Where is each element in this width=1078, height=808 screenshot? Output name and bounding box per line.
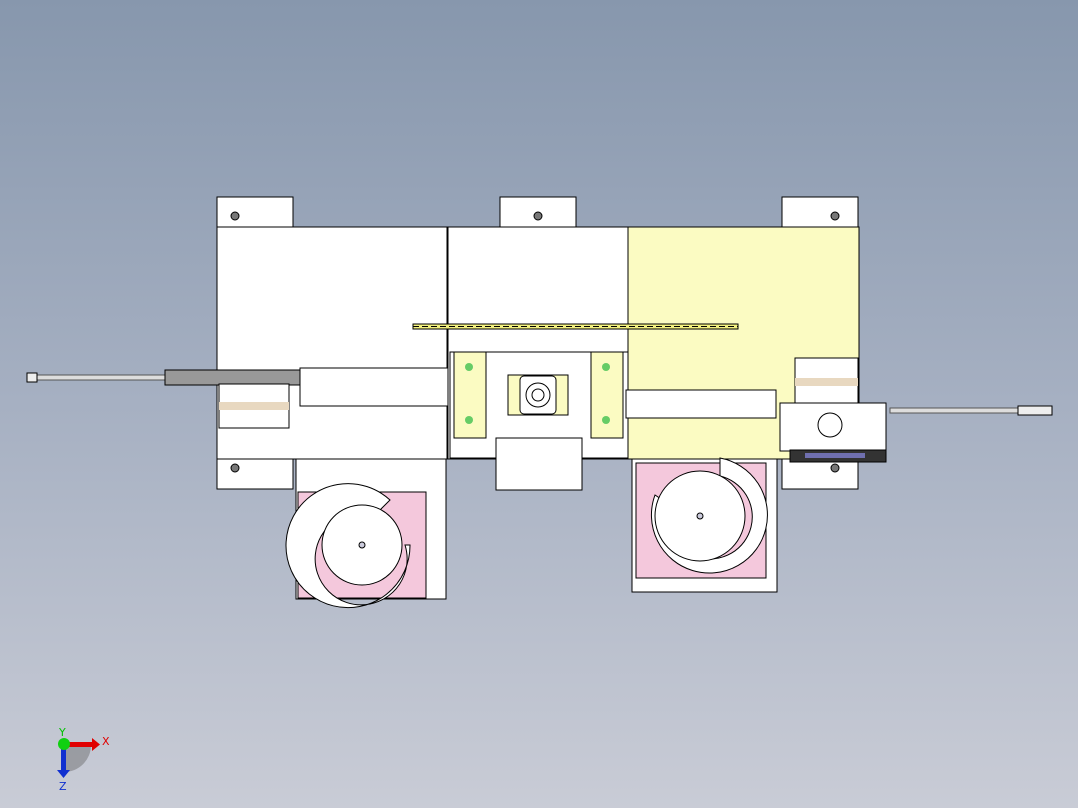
center-block [449,351,629,491]
x-axis-label: X [102,735,110,748]
right-reel [631,457,778,593]
axis-triad: X Y Z [57,726,110,793]
base-plates [216,226,860,460]
left-reel [285,458,447,609]
left-cylinder [26,367,449,429]
z-axis-label: Z [59,780,67,793]
right-cylinder [625,357,1053,463]
y-axis-dot [58,738,70,750]
rail [412,323,739,330]
x-axis-arrow [64,742,92,747]
z-axis-arrow [61,745,66,770]
y-axis-label: Y [58,726,66,739]
